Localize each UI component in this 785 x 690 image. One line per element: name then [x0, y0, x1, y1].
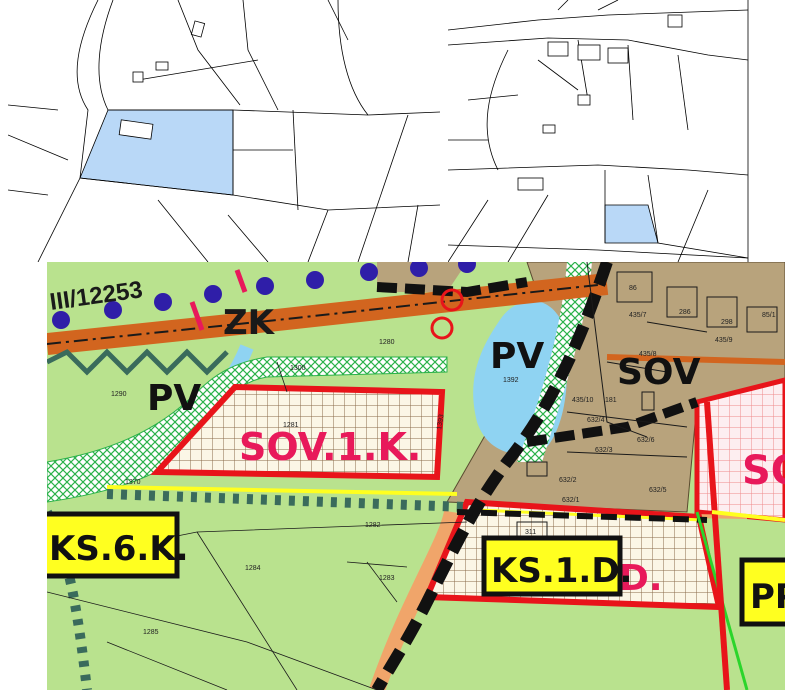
residential-area-top	[377, 262, 467, 292]
parcel-number: 632/4	[587, 417, 605, 424]
zone-label-sov-1k: SOV.1.K.	[239, 425, 421, 469]
label-box-ks-6k	[47, 511, 180, 579]
parcel-number: 435/8	[639, 351, 657, 358]
road-sov	[606, 354, 785, 365]
zigzag-boundary	[47, 348, 229, 376]
main-road-centerline	[47, 283, 608, 345]
zone-label-ks-6k: KS.6.K.	[49, 529, 189, 569]
zoning-map-svg: 1280 1290 1300 1281 1282 1284 1285 1283 …	[47, 262, 785, 690]
building	[667, 14, 683, 28]
residential-pink-area	[694, 377, 785, 523]
highlighted-parcel	[604, 204, 659, 244]
black-dashed-route-east	[526, 397, 699, 447]
building	[577, 44, 601, 61]
parcel-number: 181	[605, 397, 617, 404]
parcel-number: 435/9	[715, 337, 733, 344]
parcel-number: 286	[679, 309, 691, 316]
building	[517, 177, 544, 191]
red-circle-marker	[430, 316, 454, 340]
parcel-number: 86	[629, 285, 637, 292]
parcel-number: 311	[525, 529, 536, 536]
cadastral-map-right-svg	[448, 0, 749, 262]
building	[132, 71, 144, 83]
parcel-number: 632/3	[595, 447, 613, 454]
parcel-number: 1283	[379, 575, 395, 582]
zone-label-ks-1d: KS.1.D.	[491, 551, 632, 591]
building	[607, 47, 629, 64]
parcel-number: 632/1	[562, 497, 580, 504]
black-dashed-route-ks	[456, 509, 708, 523]
yellow-boundary	[106, 485, 458, 496]
route-markers	[52, 262, 476, 329]
parcel-number: 1282	[365, 522, 381, 529]
residential-buildings	[516, 262, 778, 538]
zone-label-pv-right: PV	[490, 336, 544, 377]
zone-sov-1k	[150, 383, 446, 481]
green-corridor-right	[517, 262, 592, 462]
parcel-number: 1392	[503, 377, 519, 384]
parcel-number: 1300	[290, 365, 306, 372]
label-box-pp	[739, 557, 785, 627]
zone-label-pp: PP	[750, 577, 785, 617]
parcel-number: 1370	[125, 479, 141, 486]
parcel-number: 632/6	[637, 437, 655, 444]
building	[155, 61, 169, 71]
parcel-number: 435/10	[572, 397, 594, 404]
building	[542, 124, 556, 134]
hatched-boundary	[106, 489, 468, 512]
zoning-parcel-lines	[47, 361, 468, 690]
cadastral-map-right	[448, 0, 785, 262]
red-arrow-mark	[189, 269, 248, 331]
building	[577, 94, 591, 106]
parcel-number: 1285	[143, 629, 159, 636]
parcel-boundaries	[8, 0, 440, 262]
parcel-number: 1393	[436, 414, 446, 431]
red-border-right	[704, 401, 730, 690]
building	[190, 20, 206, 38]
building	[547, 41, 569, 57]
cadastral-map-left	[8, 0, 440, 262]
parcel-number: 435/7	[629, 312, 647, 319]
red-circle-marker	[440, 288, 464, 312]
parcel-number: 1280	[379, 339, 395, 346]
parcel-boundaries	[448, 0, 749, 262]
parcel-number: 632/2	[559, 477, 577, 484]
parcel-number: 298	[721, 319, 733, 326]
yellow-border-right	[711, 510, 785, 522]
label-box-ks-1d	[481, 535, 623, 597]
highlighted-parcel	[79, 109, 234, 196]
building	[118, 119, 154, 140]
black-dashed-route-top	[376, 277, 528, 298]
zone-label-so: SO	[742, 448, 785, 494]
zone-label-sov: SOV	[617, 352, 701, 393]
zone-label-pv-left: PV	[147, 378, 201, 419]
parcel-number: 85/1	[762, 312, 776, 319]
parcel-number: 1281	[283, 422, 299, 429]
zoning-map: 1280 1290 1300 1281 1282 1284 1285 1283 …	[47, 262, 785, 690]
parcel-number: 632/5	[649, 487, 667, 494]
black-dashed-route	[371, 262, 613, 690]
zone-label-zk: ZK	[223, 303, 276, 343]
cadastral-map-left-svg	[8, 0, 440, 262]
zone-label-red-d: D.	[619, 558, 663, 599]
parcel-number: 1284	[245, 565, 261, 572]
parcel-number: 1290	[111, 391, 127, 398]
